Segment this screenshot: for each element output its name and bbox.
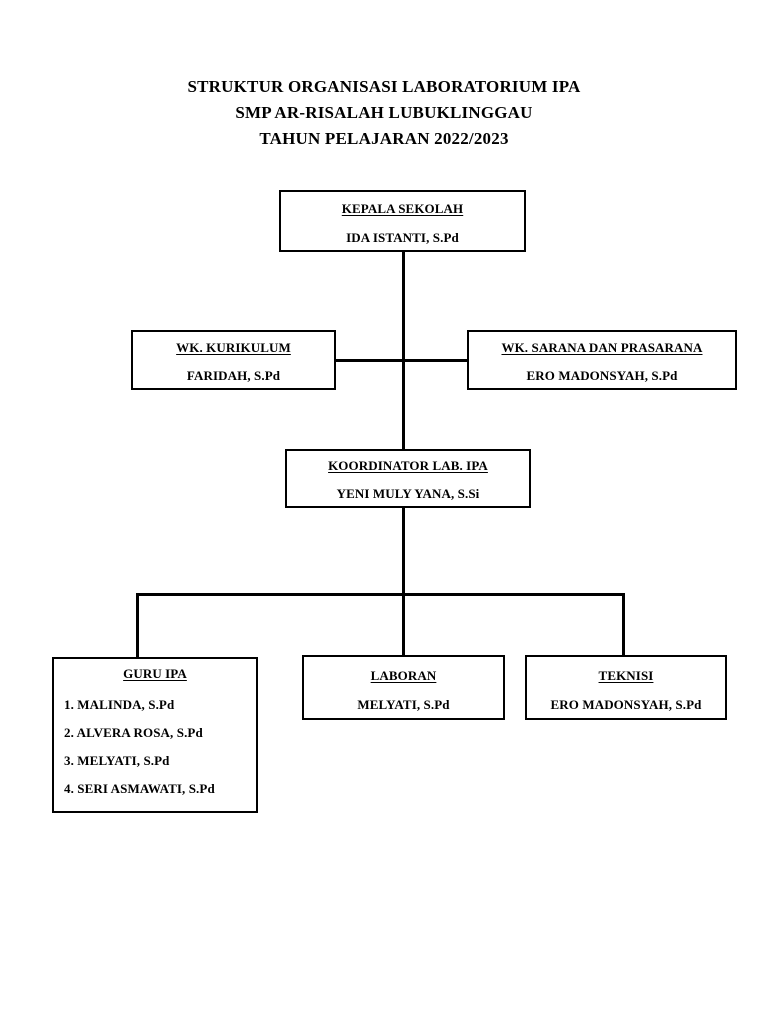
node-wk-kurikulum-person: FARIDAH, S.Pd: [186, 368, 281, 383]
node-laboran-role: LABORAN: [370, 668, 437, 683]
list-item: 4. SERI ASMAWATI, S.Pd: [64, 781, 215, 796]
node-guru-ipa-role: GURU IPA: [123, 666, 187, 681]
node-koordinator-lab-ipa[interactable]: KOORDINATOR LAB. IPA YENI MULY YANA, S.S…: [285, 449, 531, 508]
connector-drop-laboran: [402, 593, 405, 657]
title-line-2: SMP AR-RISALAH LUBUKLINGGAU: [235, 103, 533, 122]
node-laboran-person: MELYATI, S.Pd: [357, 697, 450, 712]
node-kepala-sekolah-role: KEPALA SEKOLAH: [341, 201, 464, 216]
node-kepala-sekolah[interactable]: KEPALA SEKOLAH IDA ISTANTI, S.Pd: [279, 190, 526, 252]
node-wk-sarana-person: ERO MADONSYAH, S.Pd: [526, 368, 678, 383]
node-koordinator-person: YENI MULY YANA, S.Si: [336, 486, 480, 501]
node-laboran[interactable]: LABORAN MELYATI, S.Pd: [302, 655, 505, 720]
title-line-3: TAHUN PELAJARAN 2022/2023: [259, 129, 509, 148]
page-title: STRUKTUR ORGANISASI LABORATORIUM IPA SMP…: [0, 74, 768, 152]
node-teknisi-person: ERO MADONSYAH, S.Pd: [550, 697, 702, 712]
connector-drop-guru-ipa: [136, 593, 139, 659]
connector-wakil-horizontal-bar: [334, 359, 469, 362]
node-kepala-sekolah-person: IDA ISTANTI, S.Pd: [346, 230, 459, 245]
list-item: 1. MALINDA, S.Pd: [64, 697, 175, 712]
list-item: 2. ALVERA ROSA, S.Pd: [64, 725, 203, 740]
connector-bottom-distribution-bar: [136, 593, 625, 596]
node-wk-sarana-dan-prasarana[interactable]: WK. SARANA DAN PRASARANA ERO MADONSYAH, …: [467, 330, 737, 390]
list-item: 3. MELYATI, S.Pd: [64, 753, 170, 768]
node-wk-sarana-role: WK. SARANA DAN PRASARANA: [501, 340, 703, 355]
title-line-1: STRUKTUR ORGANISASI LABORATORIUM IPA: [187, 77, 581, 96]
connector-drop-teknisi: [622, 593, 625, 657]
node-koordinator-role: KOORDINATOR LAB. IPA: [328, 458, 488, 473]
connector-coordinator-trunk: [402, 508, 405, 596]
node-wk-kurikulum[interactable]: WK. KURIKULUM FARIDAH, S.Pd: [131, 330, 336, 390]
node-guru-ipa[interactable]: GURU IPA 1. MALINDA, S.Pd 2. ALVERA ROSA…: [52, 657, 258, 813]
node-teknisi[interactable]: TEKNISI ERO MADONSYAH, S.Pd: [525, 655, 727, 720]
connector-principal-to-coordinator: [402, 252, 405, 450]
node-teknisi-role: TEKNISI: [598, 668, 654, 683]
guru-ipa-member-list: 1. MALINDA, S.Pd 2. ALVERA ROSA, S.Pd 3.…: [54, 691, 256, 803]
node-wk-kurikulum-role: WK. KURIKULUM: [176, 340, 291, 355]
